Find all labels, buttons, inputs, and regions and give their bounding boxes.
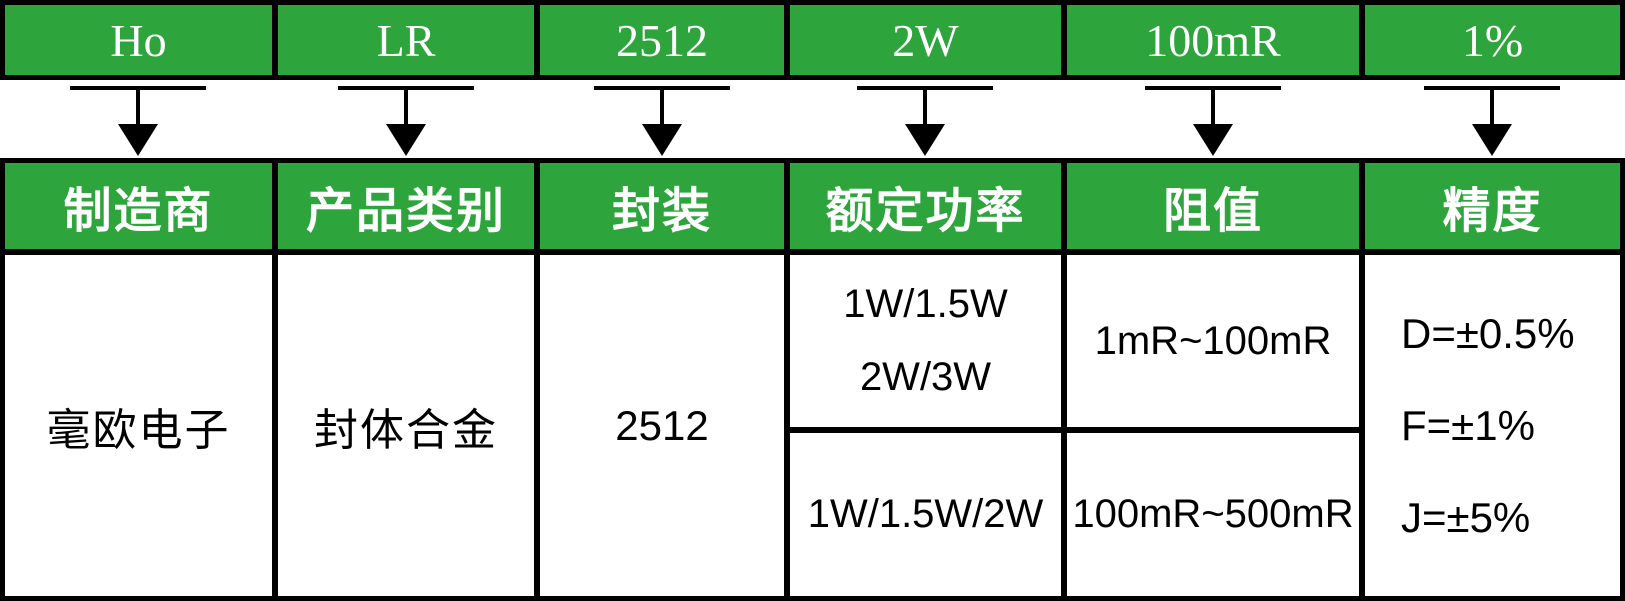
- resistance-range-2: 100mR~500mR: [1072, 492, 1354, 536]
- arrow-stem: [660, 90, 664, 124]
- arrow-head: [118, 124, 158, 156]
- power-range-1: 1W/1.5W 2W/3W: [790, 255, 1061, 427]
- arrow-head: [905, 124, 945, 156]
- arrow-head: [642, 124, 682, 156]
- code-row: Ho LR 2512 2W 100mR 1%: [0, 0, 1625, 80]
- resistance-range-1: 1mR~100mR: [1067, 255, 1359, 427]
- arrow-stem: [1211, 90, 1215, 124]
- arrow-bar: [594, 86, 730, 90]
- down-arrow-icon: [1424, 86, 1560, 156]
- arrow-bar: [338, 86, 474, 90]
- power-range-1-line-1: 1W/1.5W: [843, 282, 1008, 326]
- value-category: 封体合金: [278, 255, 534, 596]
- arrow-stem: [136, 90, 140, 124]
- header-resistance: 阻值: [1067, 163, 1359, 249]
- decode-table: 制造商 产品类别 封装 额定功率 阻值 精度 毫欧电子 封体合金 2512 1W…: [0, 158, 1625, 601]
- header-category: 产品类别: [278, 163, 534, 249]
- power-range-1-line-2: 2W/3W: [859, 355, 992, 399]
- arrow-bar: [1145, 86, 1281, 90]
- code-cell-package: 2512: [540, 5, 784, 75]
- header-tolerance: 精度: [1365, 163, 1620, 249]
- tolerance-option-j: J=±5%: [1401, 493, 1531, 541]
- arrow-zone: [0, 80, 1625, 158]
- value-resistance: 1mR~100mR 100mR~500mR: [1067, 255, 1359, 596]
- tolerance-option-f: F=±1%: [1401, 401, 1535, 449]
- down-arrow-icon: [1145, 86, 1281, 156]
- down-arrow-icon: [594, 86, 730, 156]
- down-arrow-icon: [70, 86, 206, 156]
- arrow-head: [1193, 124, 1233, 156]
- arrow-bar: [857, 86, 993, 90]
- cell-divider: [790, 427, 1061, 433]
- cell-divider: [1067, 427, 1359, 433]
- value-manufacturer: 毫欧电子: [5, 255, 272, 596]
- down-arrow-icon: [857, 86, 993, 156]
- tolerance-option-d: D=±0.5%: [1401, 309, 1575, 357]
- code-cell-power: 2W: [790, 5, 1061, 75]
- header-package: 封装: [540, 163, 784, 249]
- power-range-2: 1W/1.5W/2W: [807, 492, 1044, 536]
- code-cell-manufacturer: Ho: [5, 5, 272, 75]
- value-power: 1W/1.5W 2W/3W 1W/1.5W/2W: [790, 255, 1061, 596]
- arrow-head: [1472, 124, 1512, 156]
- arrow-bar: [1424, 86, 1560, 90]
- resistance-range-1-text: 1mR~100mR: [1094, 318, 1332, 363]
- code-cell-tolerance: 1%: [1365, 5, 1620, 75]
- code-cell-resistance: 100mR: [1067, 5, 1359, 75]
- header-power: 额定功率: [790, 163, 1061, 249]
- arrow-stem: [923, 90, 927, 124]
- code-cell-category: LR: [278, 5, 534, 75]
- value-tolerance: D=±0.5% F=±1% J=±5%: [1365, 255, 1620, 596]
- arrow-head: [386, 124, 426, 156]
- header-manufacturer: 制造商: [5, 163, 272, 249]
- arrow-stem: [404, 90, 408, 124]
- arrow-stem: [1490, 90, 1494, 124]
- down-arrow-icon: [338, 86, 474, 156]
- arrow-bar: [70, 86, 206, 90]
- value-package: 2512: [540, 255, 784, 596]
